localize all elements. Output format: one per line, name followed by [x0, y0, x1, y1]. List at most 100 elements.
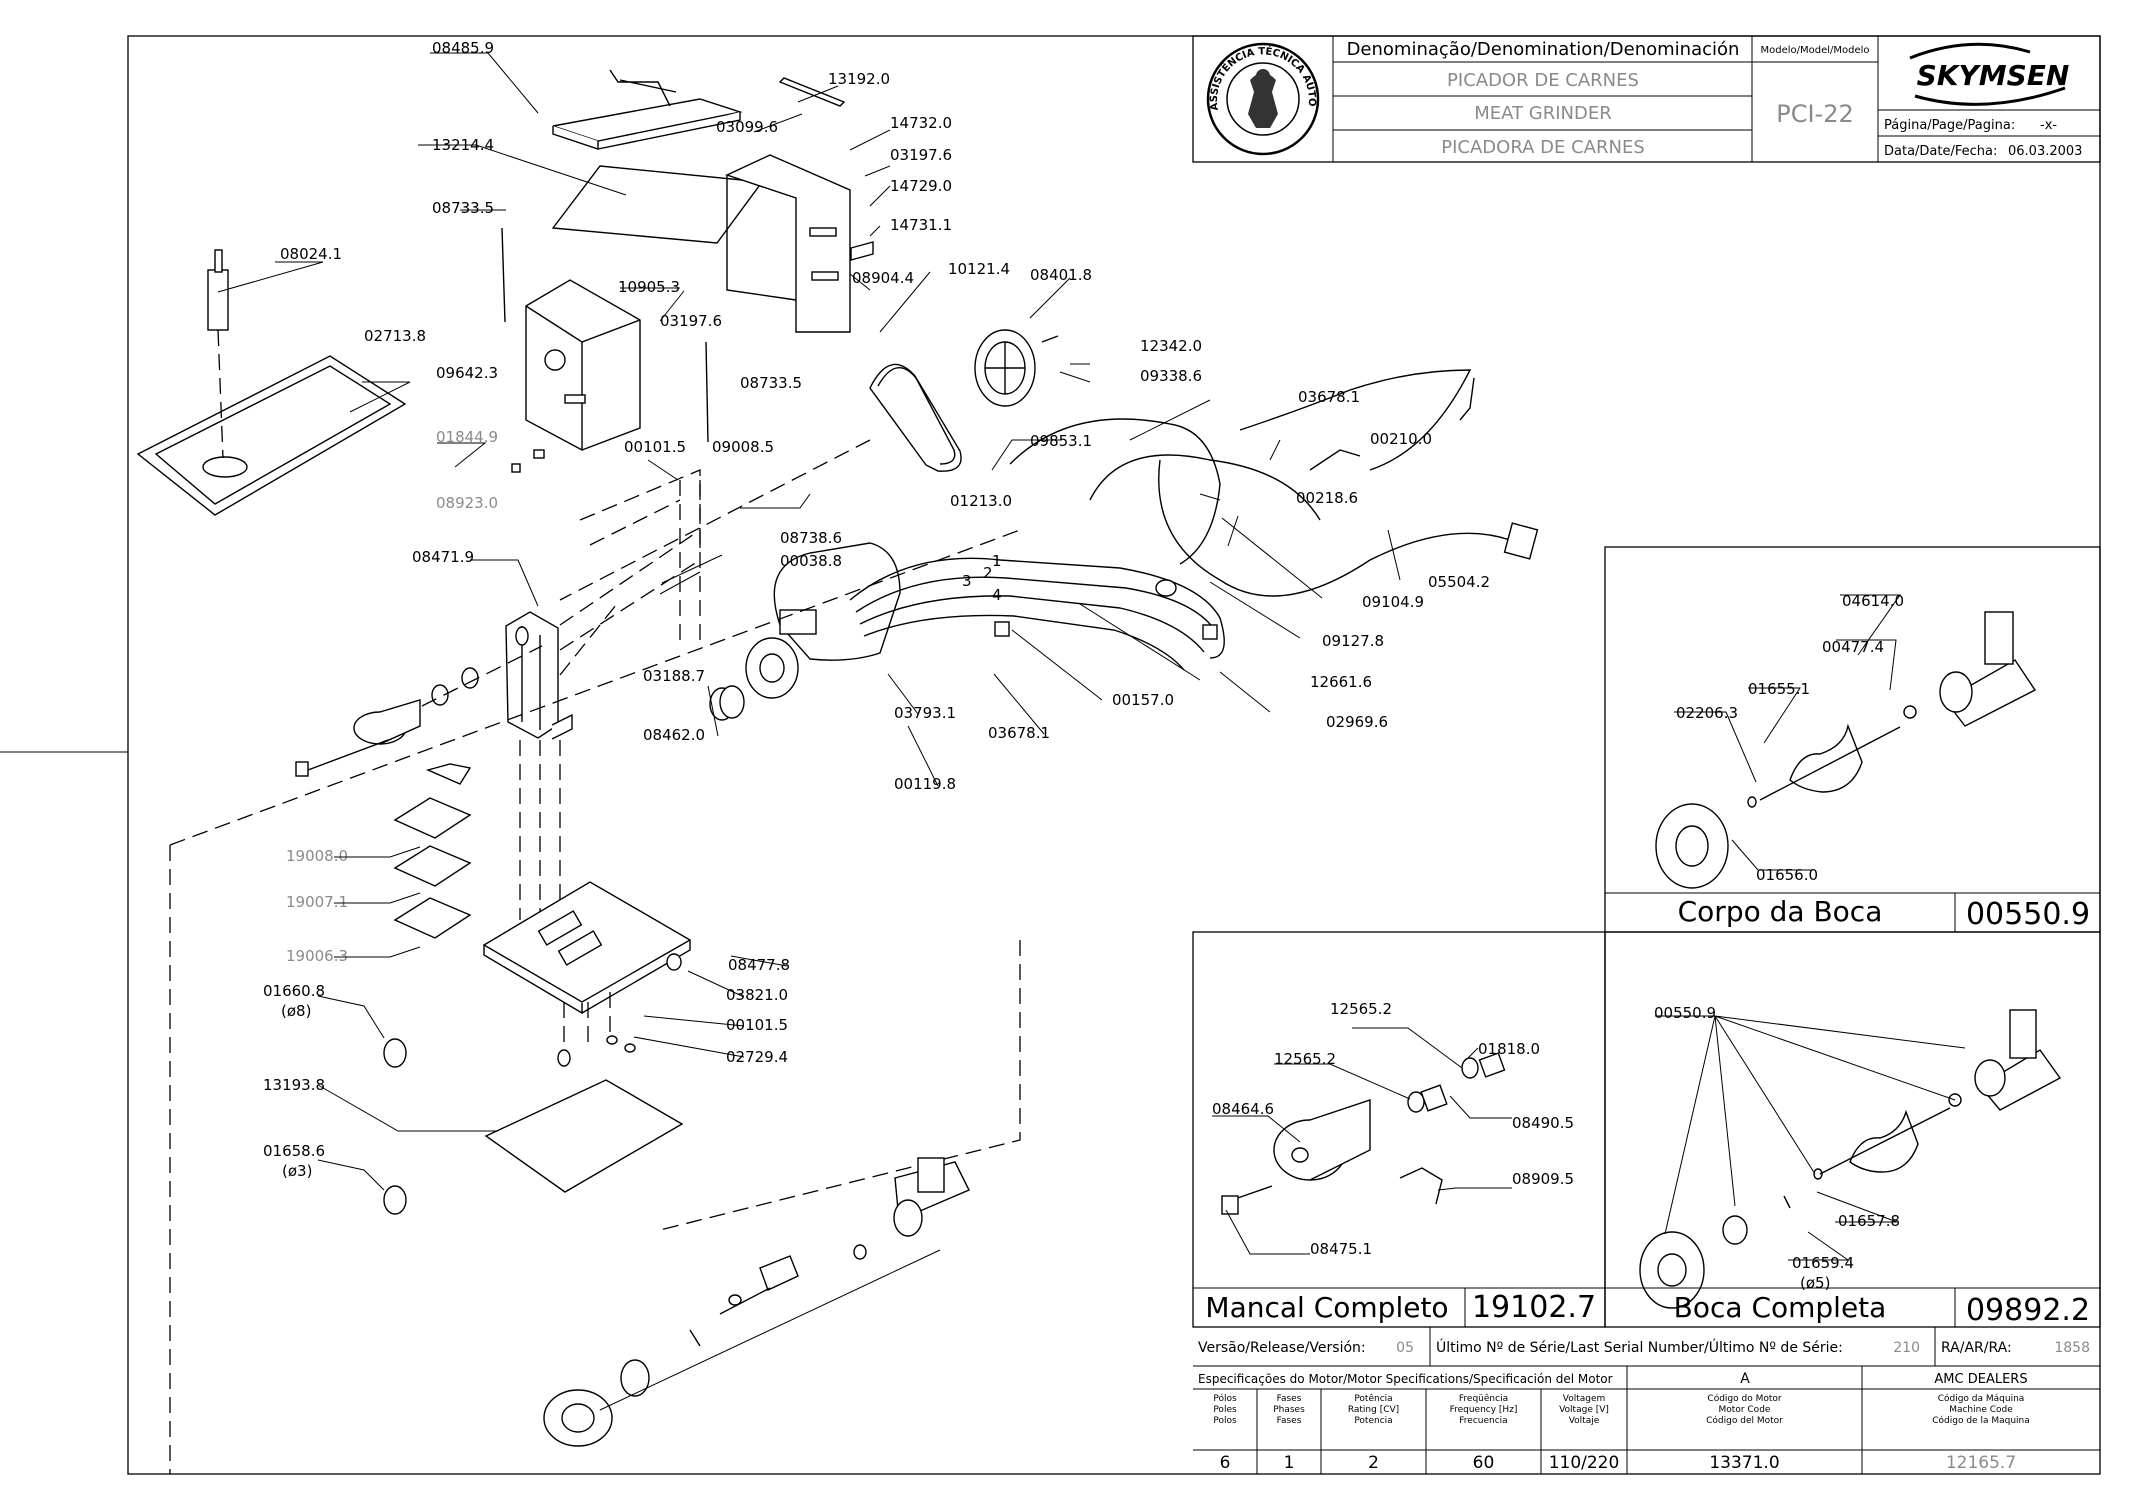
- part-label: 08733.5: [432, 199, 494, 217]
- plate-3mm-part: [383, 1185, 407, 1215]
- part-label: 13192.0: [828, 70, 890, 88]
- motor-spec-letter: A: [1740, 1371, 1750, 1387]
- serial-label: Último Nº de Série/Last Serial Number/Úl…: [1436, 1338, 1843, 1356]
- spec-column-label: Potência: [1354, 1393, 1392, 1404]
- wire-number-label: 4: [992, 586, 1002, 604]
- spec-column-label: Voltagem: [1563, 1394, 1606, 1404]
- motor-spec-table: Especificações do Motor/Motor Specificat…: [1193, 1366, 2100, 1474]
- spec-column-label: Código do Motor: [1707, 1393, 1781, 1404]
- spec-column-value: 2: [1368, 1453, 1379, 1473]
- mancal-title: Mancal Completo: [1205, 1291, 1448, 1324]
- part-label: 05504.2: [1428, 573, 1490, 591]
- part-label: 14729.0: [890, 177, 952, 195]
- part-label: 12565.2: [1330, 1000, 1392, 1018]
- wiring-harness: [1009, 418, 1221, 565]
- corpo-body: [1943, 659, 2037, 727]
- plate-8mm-part: [383, 1038, 407, 1068]
- motor-spec-header: Especificações do Motor/Motor Specificat…: [1198, 1372, 1613, 1386]
- part-label: 08464.6: [1212, 1100, 1274, 1118]
- part-label: 09338.6: [1140, 367, 1202, 385]
- part-label: 13193.8: [263, 1076, 325, 1094]
- spec-column-value: 60: [1473, 1453, 1495, 1473]
- column-part: [505, 611, 559, 739]
- boca-code: 09892.2: [1966, 1293, 2090, 1328]
- spec-column-label: Fases: [1277, 1416, 1302, 1426]
- corpo-da-boca-panel: [1655, 594, 2037, 889]
- spec-column-label: Phases: [1273, 1405, 1305, 1415]
- spec-column-value: 110/220: [1549, 1453, 1620, 1473]
- dealers-label: AMC DEALERS: [1934, 1372, 2027, 1387]
- spec-column-label: Machine Code: [1949, 1405, 2013, 1415]
- brand-name: SKYMSEN: [1917, 59, 2070, 92]
- release-label: Versão/Release/Versión:: [1198, 1340, 1366, 1356]
- date-label: Data/Date/Fecha:: [1884, 144, 1997, 159]
- part-label: 09008.5: [712, 438, 774, 456]
- part-label: (ø5): [1800, 1274, 1830, 1292]
- part-label: 14731.1: [890, 216, 952, 234]
- ra-value: 1858: [2054, 1340, 2090, 1356]
- part-label: 00218.6: [1296, 489, 1358, 507]
- spec-column-label: Código da Máquina: [1938, 1393, 2025, 1404]
- part-label: 00038.8: [780, 552, 842, 570]
- part-label: 09642.3: [436, 364, 498, 382]
- boca-completa-panel: [1639, 1009, 2062, 1309]
- spec-column-label: Fases: [1277, 1394, 1302, 1404]
- main-exploded-view: [136, 69, 1539, 1474]
- boca-title: Boca Completa: [1674, 1291, 1887, 1324]
- part-label: 10121.4: [948, 260, 1010, 278]
- part-label: 08462.0: [643, 726, 705, 744]
- ring-nut-part: [543, 1389, 613, 1447]
- seal-logo: ASSISTÊNCIA TÉCNICA AUTORIZADA: [0, 0, 1320, 156]
- mancal-completo-panel: [1212, 1027, 1512, 1255]
- part-label: 19008.0: [286, 847, 348, 865]
- release-value: 05: [1396, 1340, 1414, 1356]
- part-label: 03188.7: [643, 667, 705, 685]
- wire-number-label: 3: [962, 572, 972, 590]
- part-label: 02206.3: [1676, 704, 1738, 722]
- boca-panel-frame: [1604, 931, 2101, 1328]
- model-code: PCI-22: [1776, 100, 1854, 128]
- part-label: 10905.3: [618, 278, 680, 296]
- part-label: 09127.8: [1322, 632, 1384, 650]
- lid-part-side: [552, 112, 741, 150]
- name-en: MEAT GRINDER: [1474, 103, 1612, 124]
- page-label: Página/Page/Pagina:: [1884, 118, 2015, 133]
- spec-column-label: Código de la Maquina: [1932, 1415, 2030, 1426]
- part-label: 08923.0: [436, 494, 498, 512]
- spec-column-value: 13371.0: [1709, 1453, 1779, 1473]
- part-label: 03099.6: [716, 118, 778, 136]
- part-label: 00157.0: [1112, 691, 1174, 709]
- spec-column-label: Voltage [V]: [1559, 1405, 1609, 1415]
- denomination-header: Denominação/Denomination/Denominación: [1347, 39, 1740, 60]
- part-label: 02713.8: [364, 327, 426, 345]
- part-label: 09853.1: [1030, 432, 1092, 450]
- part-label: 00101.5: [624, 438, 686, 456]
- part-label: 03197.6: [660, 312, 722, 330]
- base-plate-part: [482, 881, 692, 1003]
- spec-column-label: Pólos: [1213, 1393, 1237, 1404]
- boca-body: [1978, 1049, 2062, 1111]
- pusher-part: [207, 269, 229, 331]
- name-es: PICADORA DE CARNES: [1441, 137, 1645, 158]
- part-label: 12565.2: [1274, 1050, 1336, 1068]
- part-label: 00477.4: [1822, 638, 1884, 656]
- serial-value: 210: [1893, 1340, 1920, 1356]
- part-label: 12342.0: [1140, 337, 1202, 355]
- part-label: 01213.0: [950, 492, 1012, 510]
- mancal-code: 19102.7: [1472, 1290, 1596, 1325]
- part-label: 01659.4: [1792, 1254, 1854, 1272]
- wire-number-label: 2: [983, 564, 993, 582]
- part-label: 02729.4: [726, 1048, 788, 1066]
- spec-column-value: 6: [1220, 1453, 1231, 1473]
- spec-column-value: 12165.7: [1946, 1453, 2016, 1473]
- part-label: 03678.1: [988, 724, 1050, 742]
- part-label: 08471.9: [412, 548, 474, 566]
- part-label: 01818.0: [1478, 1040, 1540, 1058]
- part-label: 08485.9: [432, 39, 494, 57]
- spec-column-label: Freqüência: [1459, 1393, 1508, 1404]
- part-label: 12661.6: [1310, 673, 1372, 691]
- housing-part: [725, 154, 851, 333]
- part-label: 01660.8: [263, 982, 325, 1000]
